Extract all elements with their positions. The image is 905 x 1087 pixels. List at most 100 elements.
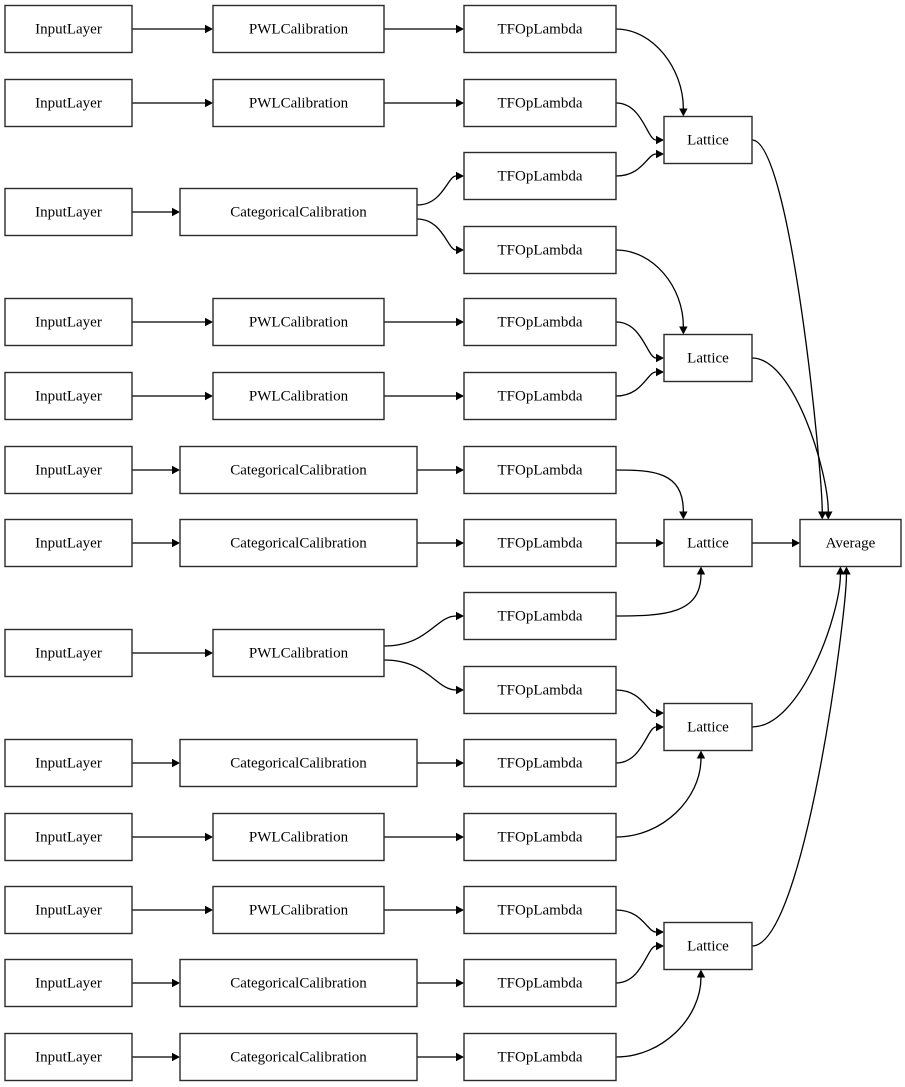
calibration-box[interactable]	[212, 4, 385, 54]
tfoplambda-box[interactable]	[463, 1032, 617, 1082]
calibration-box[interactable]	[179, 1032, 418, 1082]
tfoplambda-node[interactable]: TFOpLambda	[463, 885, 617, 935]
tfoplambda-box[interactable]	[463, 591, 617, 641]
calibration-box[interactable]	[212, 885, 385, 935]
tfoplambda-node[interactable]: TFOpLambda	[463, 371, 617, 421]
input-layer-node[interactable]: InputLayer	[4, 518, 133, 568]
lattice-node[interactable]: Lattice	[663, 921, 753, 971]
calibration-box[interactable]	[212, 628, 385, 678]
calibration-node[interactable]: CategoricalCalibration	[179, 958, 418, 1008]
average-node[interactable]: Average	[799, 518, 902, 568]
input-layer-box[interactable]	[4, 518, 133, 568]
calibration-node[interactable]: CategoricalCalibration	[179, 187, 418, 237]
calibration-node[interactable]: PWLCalibration	[212, 371, 385, 421]
input-layer-node[interactable]: InputLayer	[4, 958, 133, 1008]
calibration-box[interactable]	[179, 518, 418, 568]
input-layer-node[interactable]: InputLayer	[4, 445, 133, 495]
calibration-box[interactable]	[179, 958, 418, 1008]
input-layer-node[interactable]: InputLayer	[4, 885, 133, 935]
tfoplambda-node[interactable]: TFOpLambda	[463, 518, 617, 568]
input-layer-box[interactable]	[4, 445, 133, 495]
input-layer-node[interactable]: InputLayer	[4, 738, 133, 788]
tfoplambda-box[interactable]	[463, 518, 617, 568]
calibration-node[interactable]: PWLCalibration	[212, 4, 385, 54]
calibration-box[interactable]	[179, 738, 418, 788]
input-layer-label: InputLayer	[35, 21, 102, 37]
tfoplambda-node[interactable]: TFOpLambda	[463, 958, 617, 1008]
lattice-box[interactable]	[663, 921, 753, 971]
calibration-box[interactable]	[212, 812, 385, 862]
lattice-node[interactable]: Lattice	[663, 115, 753, 165]
tfoplambda-node[interactable]: TFOpLambda	[463, 445, 617, 495]
tfoplambda-node[interactable]: TFOpLambda	[463, 225, 617, 275]
tfoplambda-box[interactable]	[463, 4, 617, 54]
tfoplambda-node[interactable]: TFOpLambda	[463, 297, 617, 347]
calibration-node[interactable]: CategoricalCalibration	[179, 1032, 418, 1082]
tfoplambda-node[interactable]: TFOpLambda	[463, 1032, 617, 1082]
calibration-node[interactable]: PWLCalibration	[212, 78, 385, 128]
tfoplambda-node[interactable]: TFOpLambda	[463, 738, 617, 788]
tfoplambda-node[interactable]: TFOpLambda	[463, 591, 617, 641]
lattice-node[interactable]: Lattice	[663, 518, 753, 568]
tfoplambda-box[interactable]	[463, 812, 617, 862]
input-layer-node[interactable]: InputLayer	[4, 371, 133, 421]
input-layer-box[interactable]	[4, 738, 133, 788]
input-layer-box[interactable]	[4, 885, 133, 935]
tfoplambda-box[interactable]	[463, 371, 617, 421]
lattice-box[interactable]	[663, 702, 753, 752]
input-layer-box[interactable]	[4, 812, 133, 862]
edge-arrowhead-icon	[656, 538, 664, 548]
graph-edge	[615, 726, 657, 764]
average-box[interactable]	[799, 518, 902, 568]
input-layer-node[interactable]: InputLayer	[4, 297, 133, 347]
input-layer-node[interactable]: InputLayer	[4, 1032, 133, 1082]
tfoplambda-node[interactable]: TFOpLambda	[463, 665, 617, 715]
lattice-box[interactable]	[663, 115, 753, 165]
input-layer-box[interactable]	[4, 1032, 133, 1082]
calibration-node[interactable]: CategoricalCalibration	[179, 738, 418, 788]
calibration-node[interactable]: PWLCalibration	[212, 628, 385, 678]
tfoplambda-box[interactable]	[463, 225, 617, 275]
input-layer-node[interactable]: InputLayer	[4, 78, 133, 128]
calibration-node[interactable]: CategoricalCalibration	[179, 518, 418, 568]
calibration-box[interactable]	[179, 445, 418, 495]
input-layer-node[interactable]: InputLayer	[4, 812, 133, 862]
tfoplambda-box[interactable]	[463, 78, 617, 128]
graph-edge	[615, 469, 685, 512]
tfoplambda-node[interactable]: TFOpLambda	[463, 4, 617, 54]
calibration-node[interactable]: PWLCalibration	[212, 812, 385, 862]
tfoplambda-box[interactable]	[463, 151, 617, 201]
lattice-box[interactable]	[663, 518, 753, 568]
tfoplambda-box[interactable]	[463, 445, 617, 495]
input-layer-box[interactable]	[4, 4, 133, 54]
calibration-box[interactable]	[212, 371, 385, 421]
calibration-node[interactable]: PWLCalibration	[212, 885, 385, 935]
input-layer-box[interactable]	[4, 78, 133, 128]
calibration-box[interactable]	[212, 78, 385, 128]
input-layer-box[interactable]	[4, 371, 133, 421]
input-layer-node[interactable]: InputLayer	[4, 4, 133, 54]
tfoplambda-box[interactable]	[463, 885, 617, 935]
tfoplambda-label: TFOpLambda	[498, 608, 583, 624]
input-layer-box[interactable]	[4, 628, 133, 678]
calibration-box[interactable]	[179, 187, 418, 237]
tfoplambda-node[interactable]: TFOpLambda	[463, 812, 617, 862]
input-layer-box[interactable]	[4, 958, 133, 1008]
lattice-node[interactable]: Lattice	[663, 702, 753, 752]
input-layer-box[interactable]	[4, 297, 133, 347]
tfoplambda-box[interactable]	[463, 958, 617, 1008]
calibration-node[interactable]: PWLCalibration	[212, 297, 385, 347]
edge-arrowhead-icon	[656, 941, 664, 951]
input-layer-box[interactable]	[4, 187, 133, 237]
tfoplambda-node[interactable]: TFOpLambda	[463, 151, 617, 201]
lattice-node[interactable]: Lattice	[663, 333, 753, 383]
tfoplambda-box[interactable]	[463, 297, 617, 347]
calibration-box[interactable]	[212, 297, 385, 347]
tfoplambda-box[interactable]	[463, 665, 617, 715]
calibration-node[interactable]: CategoricalCalibration	[179, 445, 418, 495]
lattice-box[interactable]	[663, 333, 753, 383]
input-layer-node[interactable]: InputLayer	[4, 187, 133, 237]
input-layer-node[interactable]: InputLayer	[4, 628, 133, 678]
tfoplambda-box[interactable]	[463, 738, 617, 788]
tfoplambda-node[interactable]: TFOpLambda	[463, 78, 617, 128]
